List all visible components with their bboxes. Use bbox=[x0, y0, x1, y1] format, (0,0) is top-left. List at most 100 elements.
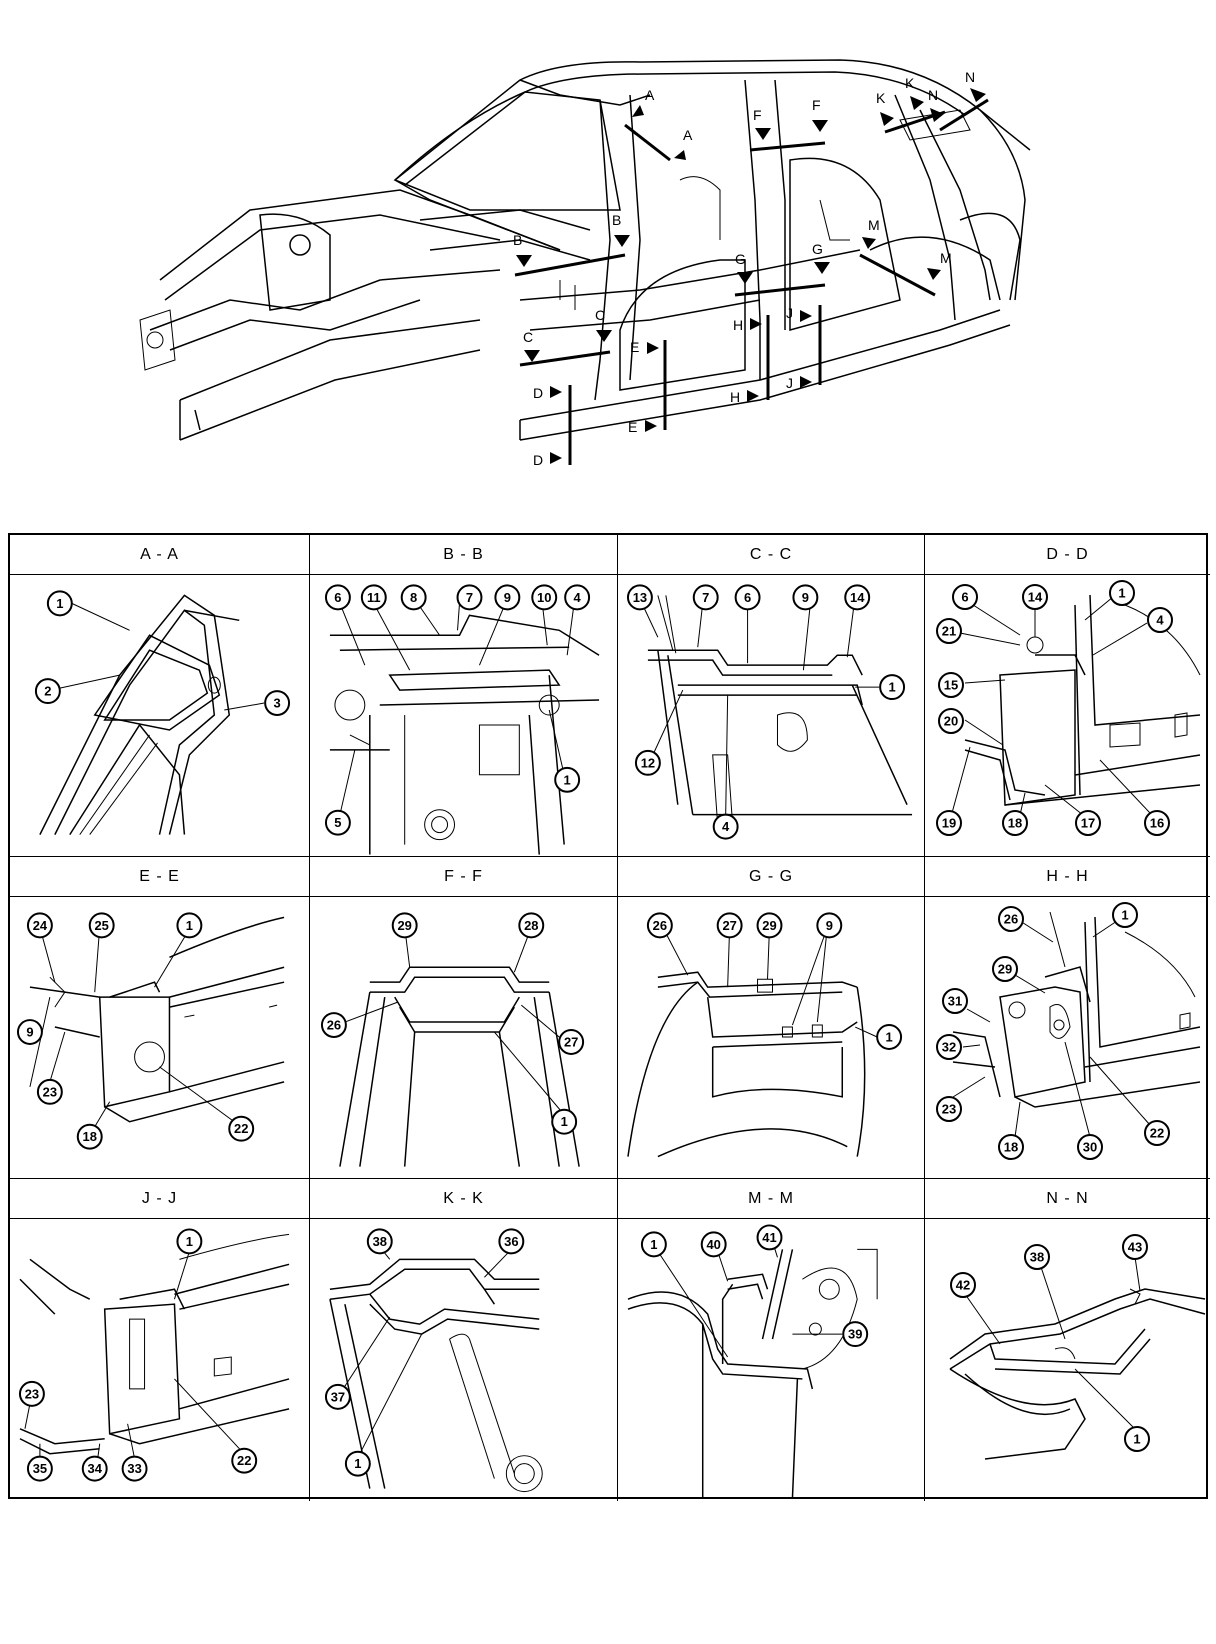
svg-text:14: 14 bbox=[850, 590, 865, 605]
marker-label-k: K bbox=[905, 75, 915, 91]
svg-text:29: 29 bbox=[397, 918, 411, 933]
callout: 34 bbox=[81, 1455, 108, 1482]
marker-label-d: D bbox=[533, 452, 543, 468]
marker-label-h: H bbox=[730, 389, 740, 405]
marker-label-a: A bbox=[683, 127, 693, 143]
section-f-f: F - F 29 28 26 27 1 bbox=[310, 857, 618, 1179]
svg-text:33: 33 bbox=[127, 1461, 141, 1476]
svg-text:1: 1 bbox=[889, 680, 896, 695]
svg-text:25: 25 bbox=[94, 918, 108, 933]
svg-text:6: 6 bbox=[961, 590, 968, 605]
callout: 1 bbox=[344, 1450, 371, 1477]
callout: 11 bbox=[360, 584, 387, 611]
svg-text:31: 31 bbox=[948, 994, 962, 1009]
callout: 1 bbox=[554, 766, 581, 793]
svg-text:1: 1 bbox=[186, 1234, 193, 1249]
callout: 18 bbox=[1002, 810, 1028, 836]
svg-text:32: 32 bbox=[942, 1040, 956, 1055]
callout: 27 bbox=[558, 1029, 585, 1055]
svg-text:1: 1 bbox=[1118, 586, 1125, 601]
callout: 38 bbox=[366, 1228, 393, 1255]
marker-label-g: G bbox=[735, 251, 746, 267]
marker-label-e: E bbox=[628, 419, 637, 435]
callout: 27 bbox=[716, 912, 743, 939]
callout: 42 bbox=[950, 1272, 976, 1298]
section-title: A - A bbox=[10, 535, 309, 575]
callout: 9 bbox=[16, 1019, 43, 1045]
svg-text:35: 35 bbox=[33, 1461, 47, 1476]
marker-label-d: D bbox=[533, 385, 543, 401]
svg-text:16: 16 bbox=[1150, 816, 1164, 831]
section-b-b-drawing: 6 11 8 7 9 10 4 1 5 bbox=[324, 584, 600, 855]
section-j-j: J - J 1 23 35 34 bbox=[10, 1179, 310, 1501]
callout: 26 bbox=[646, 912, 673, 939]
section-f-f-drawing: 29 28 26 27 1 bbox=[320, 912, 585, 1167]
callout: 4 bbox=[564, 584, 591, 611]
callout: 33 bbox=[121, 1455, 148, 1482]
svg-text:3: 3 bbox=[274, 696, 281, 711]
marker-label-n: N bbox=[965, 69, 975, 85]
svg-text:1: 1 bbox=[650, 1237, 657, 1252]
svg-text:9: 9 bbox=[504, 590, 511, 605]
callout: 39 bbox=[842, 1321, 869, 1348]
section-title: C - C bbox=[618, 535, 924, 575]
callout: 26 bbox=[998, 906, 1024, 932]
svg-text:1: 1 bbox=[354, 1456, 361, 1471]
callout: 23 bbox=[18, 1380, 45, 1407]
marker-label-g: G bbox=[812, 241, 823, 257]
svg-text:1: 1 bbox=[564, 772, 571, 787]
svg-text:23: 23 bbox=[43, 1084, 57, 1099]
section-a-a: A - A 1 2 3 bbox=[10, 535, 310, 857]
section-title: H - H bbox=[925, 857, 1210, 897]
callout: 43 bbox=[1122, 1234, 1148, 1260]
section-m-m: M - M 41 40 1 39 bbox=[618, 1179, 925, 1501]
svg-text:38: 38 bbox=[1030, 1250, 1044, 1265]
section-title: M - M bbox=[618, 1179, 924, 1219]
marker-label-m: M bbox=[868, 217, 880, 233]
svg-text:23: 23 bbox=[942, 1102, 956, 1117]
callout: 35 bbox=[26, 1455, 53, 1482]
svg-text:26: 26 bbox=[653, 918, 667, 933]
svg-text:7: 7 bbox=[702, 590, 709, 605]
section-n-n: N - N 43 38 42 1 bbox=[925, 1179, 1210, 1501]
section-c-c: C - C 13 7 6 9 14 1 bbox=[618, 535, 925, 857]
callout: 10 bbox=[531, 584, 558, 611]
svg-text:27: 27 bbox=[564, 1034, 578, 1049]
svg-text:1: 1 bbox=[186, 918, 193, 933]
section-d-d: D - D 6 14 1 21 4 bbox=[925, 535, 1210, 857]
section-h-h: H - H 26 1 29 bbox=[925, 857, 1210, 1179]
section-title: F - F bbox=[310, 857, 617, 897]
section-d-d-drawing: 6 14 1 21 4 15 20 19 18 17 16 bbox=[936, 580, 1201, 836]
svg-text:5: 5 bbox=[334, 815, 341, 830]
marker-label-f: F bbox=[812, 97, 821, 113]
svg-text:19: 19 bbox=[942, 816, 956, 831]
callout: 30 bbox=[1077, 1134, 1103, 1160]
section-title: D - D bbox=[925, 535, 1210, 575]
marker-label-c: C bbox=[595, 307, 605, 323]
callout: 7 bbox=[692, 584, 719, 611]
svg-text:26: 26 bbox=[1004, 912, 1018, 927]
callout: 22 bbox=[231, 1447, 258, 1474]
svg-text:20: 20 bbox=[944, 714, 958, 729]
svg-text:14: 14 bbox=[1028, 590, 1043, 605]
callout: 4 bbox=[712, 813, 739, 840]
callout: 22 bbox=[228, 1115, 255, 1142]
svg-text:28: 28 bbox=[524, 918, 538, 933]
svg-text:22: 22 bbox=[237, 1453, 251, 1468]
svg-text:1: 1 bbox=[56, 596, 63, 611]
svg-text:18: 18 bbox=[1004, 1140, 1018, 1155]
section-title: N - N bbox=[925, 1179, 1210, 1219]
callout: 38 bbox=[1024, 1244, 1050, 1270]
svg-text:1: 1 bbox=[561, 1114, 568, 1129]
svg-text:24: 24 bbox=[33, 918, 48, 933]
marker-label-e: E bbox=[630, 339, 639, 355]
callout: 23 bbox=[36, 1078, 63, 1105]
svg-text:7: 7 bbox=[466, 590, 473, 605]
svg-text:6: 6 bbox=[744, 590, 751, 605]
callout: 1 bbox=[879, 674, 906, 701]
svg-text:34: 34 bbox=[88, 1461, 103, 1476]
section-title: J - J bbox=[10, 1179, 309, 1219]
svg-text:1: 1 bbox=[886, 1030, 893, 1045]
callout: 6 bbox=[324, 584, 351, 611]
callout: 17 bbox=[1075, 810, 1101, 836]
